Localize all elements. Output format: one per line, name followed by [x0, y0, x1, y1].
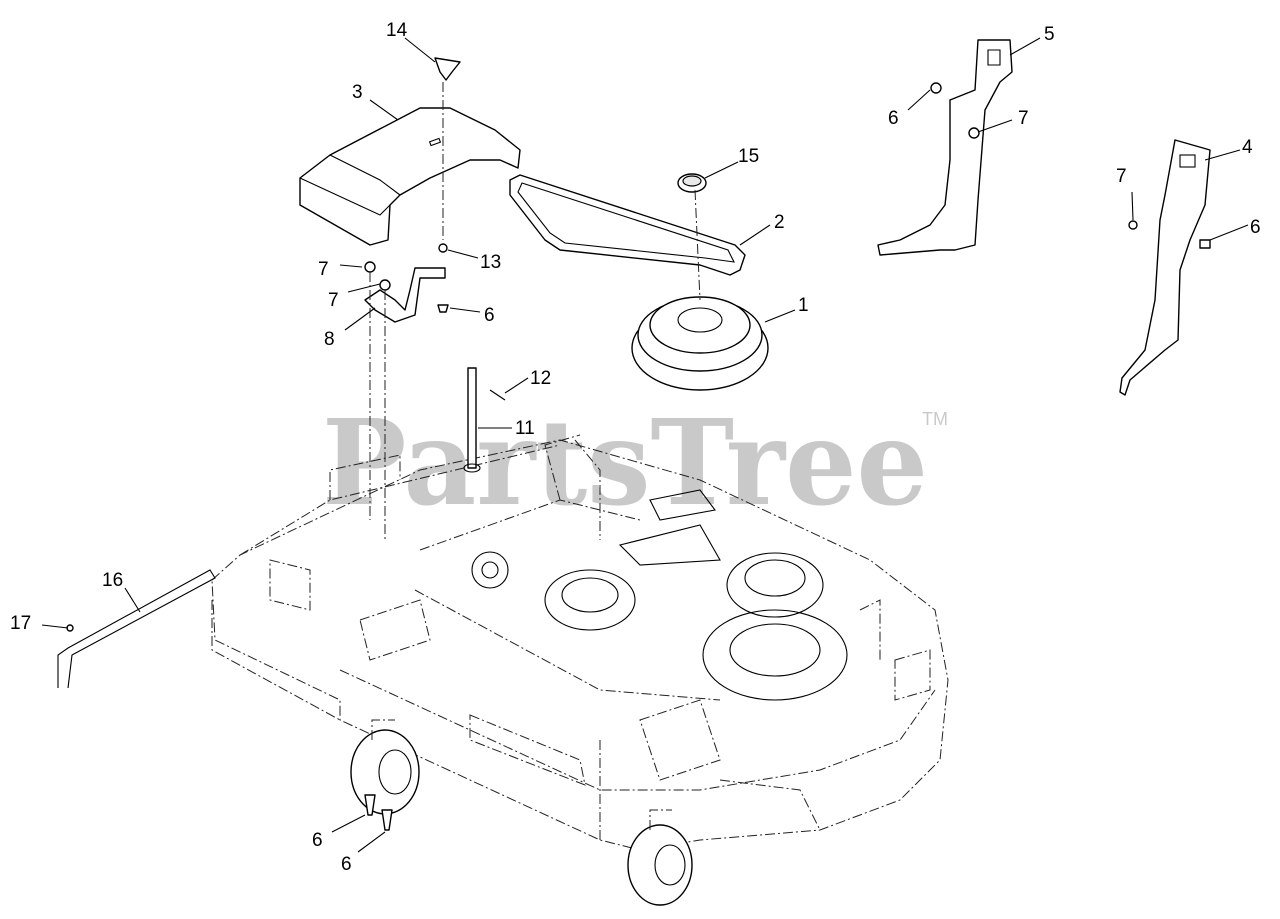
callout-7: 7 [328, 290, 339, 311]
drive-belt [509, 174, 746, 276]
bolt [381, 809, 393, 831]
callout-6: 6 [341, 854, 352, 875]
callout-2: 2 [774, 212, 785, 233]
callout-11: 11 [515, 418, 535, 439]
callout-12: 12 [530, 368, 551, 389]
callout-6: 6 [888, 108, 899, 129]
shaft-pin [463, 367, 506, 473]
callout-15: 15 [738, 146, 759, 167]
washer [438, 243, 448, 253]
watermark-text: PartsTree [322, 393, 928, 532]
pulley [631, 189, 769, 391]
callout-6: 6 [484, 305, 495, 326]
cap [677, 173, 707, 193]
callout-5: 5 [1044, 24, 1055, 45]
bolt [364, 794, 376, 816]
mower-deck [211, 434, 949, 906]
belt-cover [299, 107, 521, 246]
callout-6: 6 [312, 830, 323, 851]
watermark-trademark: TM [922, 409, 948, 429]
callout-16: 16 [102, 570, 123, 591]
rod [57, 569, 216, 689]
knob [434, 57, 461, 240]
callout-6: 6 [1250, 217, 1261, 238]
right-bracket-upper [877, 39, 1013, 256]
callout-7: 7 [1018, 108, 1029, 129]
callout-3: 3 [352, 82, 363, 103]
callout-17: 17 [10, 613, 31, 634]
callout-8: 8 [324, 329, 335, 350]
callout-14: 14 [386, 20, 408, 41]
callout-1: 1 [798, 295, 809, 316]
bracket [364, 261, 446, 540]
callout-13: 13 [480, 252, 501, 273]
callout-4: 4 [1242, 137, 1253, 158]
right-bracket-lower [1119, 139, 1211, 396]
callout-7: 7 [318, 259, 329, 280]
callout-leaders [41, 37, 1249, 853]
callout-7: 7 [1116, 166, 1127, 187]
callout-labels: 14 3 5 6 7 15 4 2 7 6 13 7 7 6 1 8 12 11… [10, 20, 1261, 875]
bolt [437, 304, 449, 313]
